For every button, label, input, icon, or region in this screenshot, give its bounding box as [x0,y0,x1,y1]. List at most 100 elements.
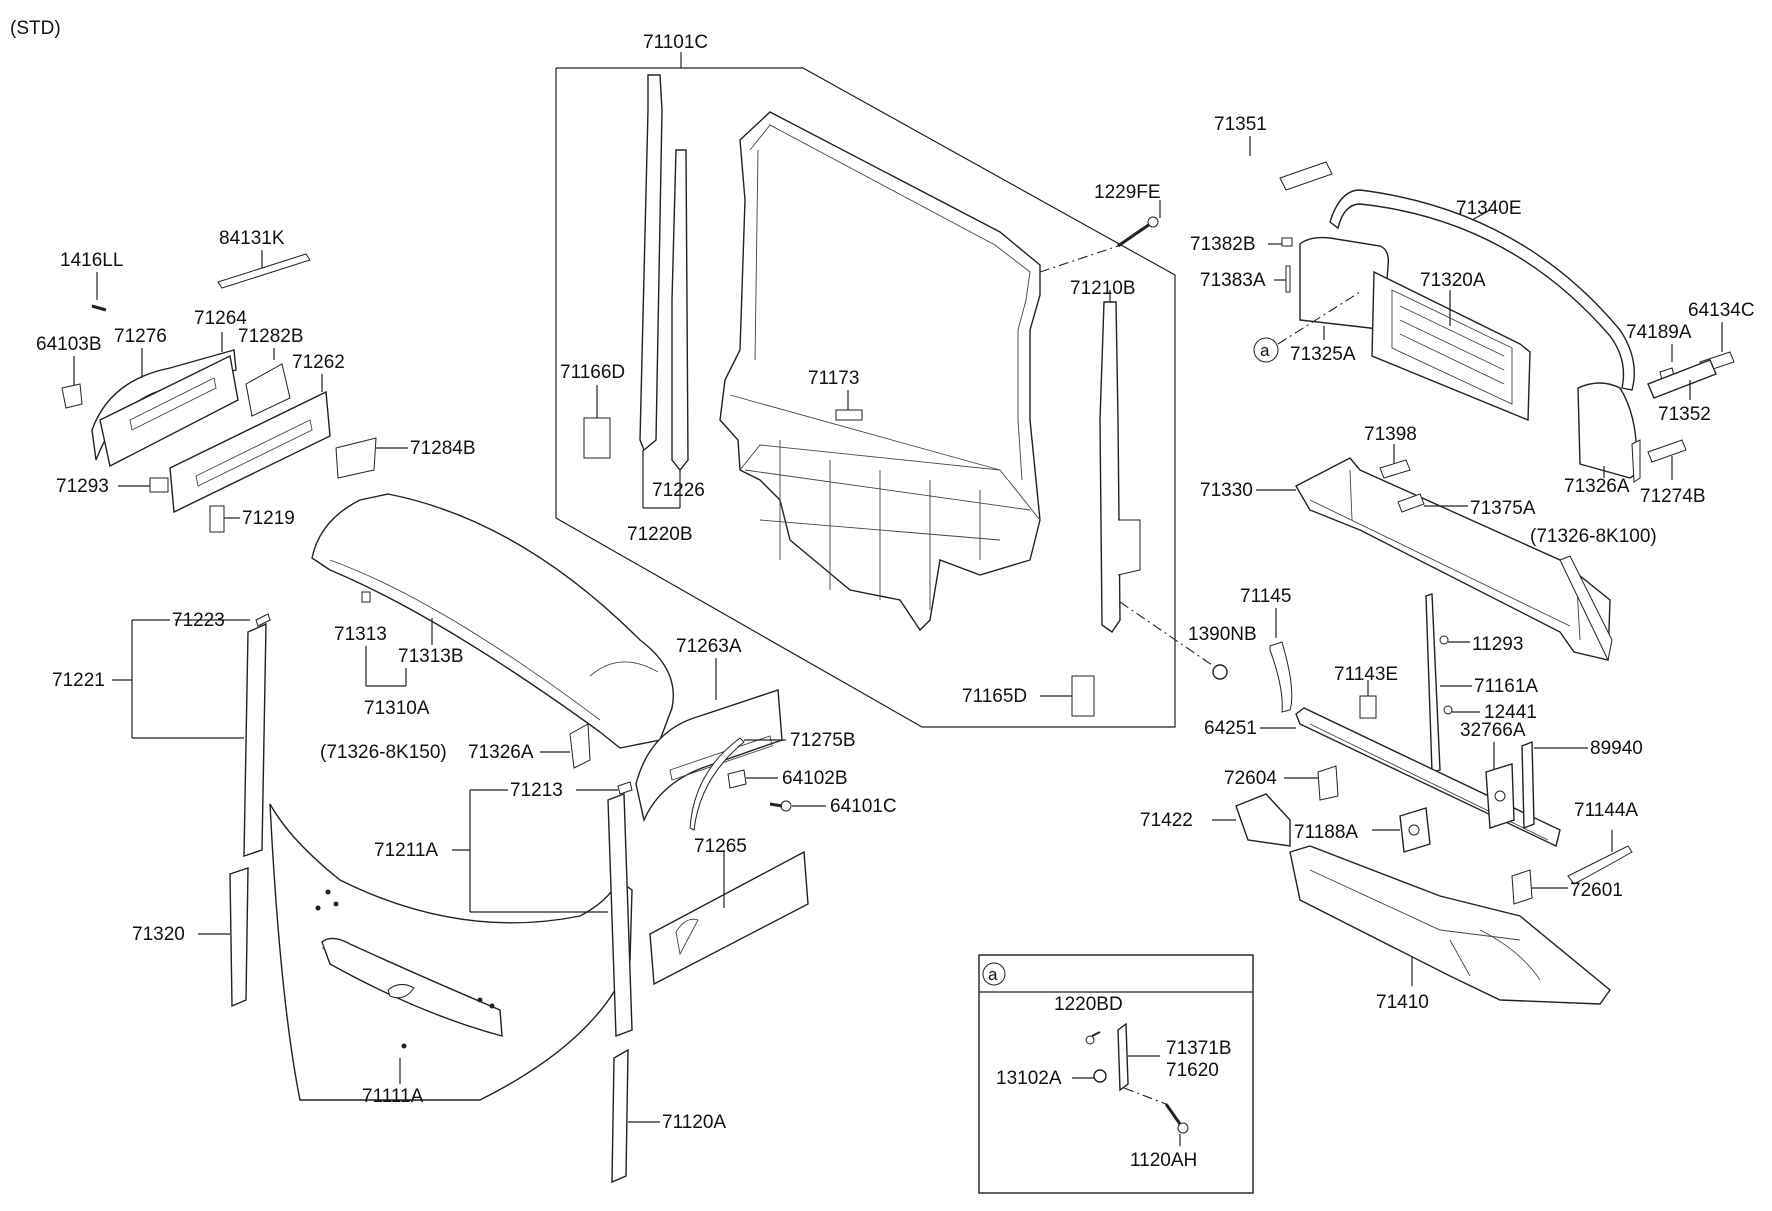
label-71422: 71422 [1140,810,1193,831]
label-32766A: 32766A [1460,720,1526,741]
label-84131K: 84131K [219,228,285,249]
inset-a-text: a [988,965,998,984]
label-71313: 71313 [334,624,387,645]
dash-1120AH [1123,1087,1167,1105]
label-71326-8K100: (71326-8K100) [1530,526,1657,547]
label-71262: 71262 [292,352,345,373]
label-71310A: 71310A [364,698,430,719]
dash-1390NB [1119,601,1213,666]
tailgate-group: 71111A [269,803,633,1107]
cap-71213 [617,781,633,795]
label-71145: 71145 [1240,586,1291,607]
screw-64101C [780,800,792,812]
label-64101C: 64101C [830,796,897,817]
panel-71320A [1371,270,1531,422]
member-71330-gusset [1559,555,1613,662]
label-71226: 71226 [652,480,705,501]
plate-71398 [1379,459,1411,479]
bracket-32766A-hole [1494,790,1506,802]
label-71326A-left: 71326A [468,742,534,763]
block-71351 [1279,161,1333,191]
nut-13102A [1093,1069,1107,1083]
frame-cross-members [729,149,1031,610]
label-71274B: 71274B [1640,486,1706,507]
bolt-1229FE-shank [1117,222,1151,248]
stay-71161A [1425,593,1441,773]
rear-frame-assembly [719,111,1041,632]
label-74189A: 74189A [1626,322,1692,343]
bracket-72601 [1511,869,1533,905]
panel-71262 [169,390,331,514]
label-71275B: 71275B [790,730,856,751]
label-71293: 71293 [56,476,109,497]
label-1390NB: 1390NB [1188,624,1257,645]
lower-right-group: 71145 71161A 11293 12441 71143E 64251 32… [1140,586,1643,1013]
plate-71375A [1397,493,1425,513]
label-71351: 71351 [1214,114,1267,135]
label-71410: 71410 [1376,992,1429,1013]
tailgate-hole-4 [477,997,483,1003]
plate-71282B [245,363,291,417]
label-71120A: 71120A [662,1112,726,1133]
clip-71382B [1281,237,1293,247]
label-71213: 71213 [510,780,563,801]
label-71264: 71264 [194,308,247,329]
screw-64101C-shank [769,802,783,808]
label-71313B: 71313B [398,646,464,667]
tailgate-hole-1 [325,889,331,895]
bracket-71188A-hole [1408,824,1420,836]
roof-spoiler-71313B [311,493,674,749]
roof-spoiler-crease [329,559,601,721]
tailgate-hole-3 [315,905,321,911]
pillar-71226 [671,149,689,472]
frame-box-outline [555,67,1176,728]
frame-group: 71101C 71166D 71226 71220B 71173 71210B [555,32,1257,728]
inset-a-box [978,954,1254,1194]
roof-group: 71313 71313B 71310A (71326-8K150) 71326A… [311,493,897,831]
label-71144A: 71144A [1574,800,1638,821]
bolt-12441 [1443,705,1453,715]
bolt-11293 [1439,635,1449,645]
nut-1390NB [1212,664,1228,680]
clip-64103B [61,383,83,409]
tailgate-hole-2 [333,901,339,907]
label-71375A: 71375A [1470,498,1536,519]
inset-a-circle [982,962,1006,986]
panel-71326A-right-edge [1631,439,1641,483]
label-64251: 64251 [1204,718,1257,739]
plate-71143E [1359,695,1377,719]
pillar-71211A [607,793,633,1037]
bracket-71173 [835,409,863,421]
strip-84131K [217,253,311,289]
clip-71383A [1285,265,1291,293]
panel-71326A-right [1577,382,1638,479]
label-71282B: 71282B [238,326,304,347]
panel-71265 [649,850,809,986]
left-pillar-group [583,74,689,509]
label-71166D: 71166D [560,362,625,383]
callout-a-dash [1277,291,1361,345]
frame-upper-rail [749,124,1031,481]
bolt-1229FE [1117,216,1159,248]
bolt-1120AH-shank [1164,1103,1182,1125]
floor-71410 [1289,845,1611,1005]
callout-a-circle [1253,337,1279,363]
pillar-71320 [229,867,249,1008]
label-13102A: 13102A [996,1068,1062,1089]
tailgate-panel-71111A [269,803,633,1101]
label-89940: 89940 [1590,738,1643,759]
leader-71340E [1471,209,1491,221]
trim-71263A [635,689,783,823]
label-71276: 71276 [114,326,167,347]
label-71221: 71221 [52,670,105,691]
label-71111A: 71111A [362,1086,424,1107]
label-71223: 71223 [172,610,225,631]
dash-1229FE [1039,245,1119,273]
bolt-1220BD [1085,1035,1095,1045]
panel-71265-cutout [675,918,699,956]
label-64103B: 64103B [36,334,102,355]
label-71620: 71620 [1166,1060,1219,1081]
bracket-71326A-left [569,723,591,769]
bracket-72604 [1317,765,1339,801]
